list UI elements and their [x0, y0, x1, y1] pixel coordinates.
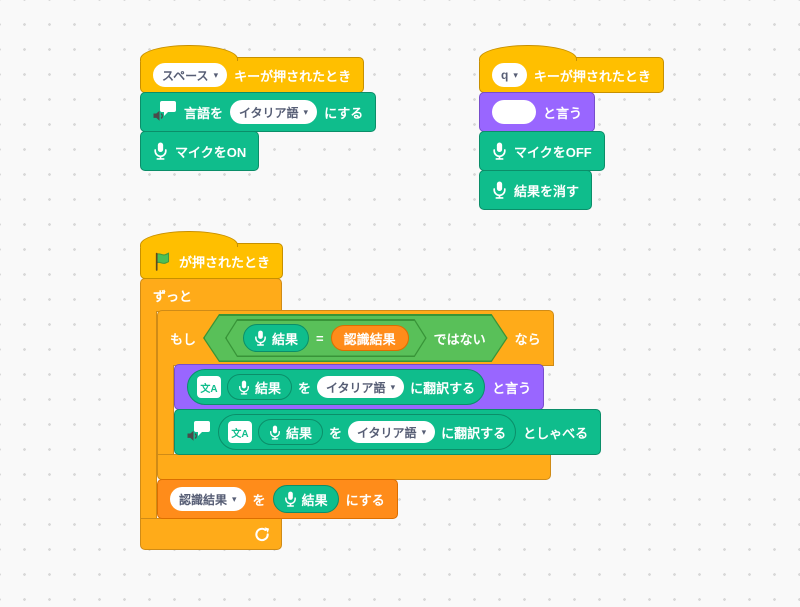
speech-result-reporter[interactable]: 結果: [243, 324, 310, 352]
microphone-icon: [492, 142, 507, 160]
key-dropdown[interactable]: q ▾: [492, 63, 527, 87]
mic-off-label: マイクをOFF: [514, 144, 592, 160]
script-main-loop: が押されたとき ずっと もし: [140, 231, 602, 550]
say-translate-block[interactable]: 文A: [174, 364, 545, 410]
translate-icon: 文A: [197, 376, 221, 398]
hat-label: キーが押されたとき: [533, 68, 651, 84]
language-dropdown[interactable]: イタリア語 ▾: [230, 100, 318, 124]
speech-result-reporter[interactable]: 結果: [227, 374, 293, 400]
reporter-label: 結果: [286, 425, 313, 441]
translate-label: に翻訳する: [410, 380, 476, 396]
green-flag-icon: [153, 251, 172, 271]
reporter-label: 結果: [301, 492, 328, 508]
recognition-result-variable[interactable]: 認識結果: [330, 325, 409, 351]
wo-label: を: [298, 380, 312, 396]
microphone-icon: [153, 142, 168, 160]
translate-badge-text: 文A: [200, 383, 218, 395]
forever-label: ずっと: [153, 288, 193, 304]
reporter-label: 結果: [272, 331, 299, 347]
speech-result-reporter[interactable]: 結果: [272, 485, 339, 513]
equals-operator[interactable]: 結果 = 認識結果: [225, 319, 427, 357]
set-label: にする: [345, 492, 385, 508]
microphone-icon: [238, 380, 250, 395]
if-block[interactable]: もし: [157, 310, 602, 480]
say-label: と言う: [492, 380, 532, 396]
language-dropdown[interactable]: イタリア語 ▾: [348, 421, 436, 443]
say-block[interactable]: と言う: [479, 92, 596, 132]
speak-translate-block[interactable]: 文A: [174, 409, 602, 455]
set-language-block[interactable]: 言語を イタリア語 ▾ にする: [140, 92, 377, 132]
equals-sign: =: [316, 330, 324, 346]
if-spine: [157, 365, 174, 455]
if-top-bar[interactable]: もし: [157, 310, 554, 366]
when-flag-clicked-hat[interactable]: が押されたとき: [140, 231, 284, 279]
mic-on-label: マイクをON: [175, 144, 247, 160]
say-label: と言う: [543, 105, 583, 121]
chevron-down-icon: ▾: [213, 69, 219, 80]
script-when-space-pressed: スペース ▾ キーが押されたとき 言語を イタリア語 ▾ にする: [140, 45, 377, 171]
reporter-label: 結果: [255, 380, 282, 396]
if-bottom-bar[interactable]: [157, 454, 551, 480]
speech-result-reporter[interactable]: 結果: [258, 419, 324, 445]
language-dropdown-value: イタリア語: [239, 105, 299, 120]
set-language-post-label: にする: [324, 105, 364, 121]
language-dropdown-value: イタリア語: [357, 425, 417, 440]
translate-badge-text: 文A: [231, 428, 249, 440]
forever-top-bar[interactable]: ずっと: [140, 278, 282, 312]
variable-label: 認識結果: [343, 331, 396, 347]
key-dropdown[interactable]: スペース ▾: [153, 63, 228, 87]
mic-on-block[interactable]: マイクをON: [140, 131, 260, 171]
clear-result-block[interactable]: 結果を消す: [479, 170, 593, 210]
forever-spine: [140, 311, 157, 519]
hat-label: が押されたとき: [179, 254, 271, 270]
say-text-input[interactable]: [492, 100, 536, 124]
language-dropdown-value: イタリア語: [326, 380, 386, 395]
if-label: もし: [170, 331, 197, 347]
set-variable-block[interactable]: 認識結果 ▾ を 結果: [157, 479, 398, 519]
microphone-icon: [284, 491, 297, 507]
translate-icon: 文A: [228, 421, 252, 443]
when-key-pressed-hat[interactable]: スペース ▾ キーが押されたとき: [140, 45, 365, 93]
chevron-down-icon: ▾: [303, 106, 309, 117]
text2speech-icon: [187, 421, 211, 443]
translate-reporter[interactable]: 文A: [218, 414, 517, 450]
chevron-down-icon: ▾: [421, 426, 427, 437]
wo-label: を: [252, 492, 266, 508]
script-when-q-pressed: q ▾ キーが押されたとき と言う マイクをOFF 結: [479, 45, 664, 210]
when-key-pressed-hat[interactable]: q ▾ キーが押されたとき: [479, 45, 664, 93]
chevron-down-icon: ▾: [513, 69, 518, 80]
wo-label: を: [329, 425, 343, 441]
mic-off-block[interactable]: マイクをOFF: [479, 131, 605, 171]
clear-result-label: 結果を消す: [514, 183, 580, 199]
chevron-down-icon: ▾: [390, 381, 396, 392]
loop-arrow-icon: [254, 526, 271, 542]
microphone-icon: [269, 425, 281, 440]
not-operator[interactable]: 結果 = 認識結果 ではない: [203, 314, 508, 362]
forever-bottom-bar[interactable]: [140, 518, 282, 550]
translate-label: に翻訳する: [441, 425, 507, 441]
hat-label: キーが押されたとき: [234, 68, 352, 84]
key-dropdown-value: スペース: [162, 68, 209, 83]
text2speech-icon: [153, 101, 177, 123]
translate-reporter[interactable]: 文A: [187, 369, 486, 405]
forever-block[interactable]: ずっと もし: [140, 278, 602, 550]
speak-label: としゃべる: [523, 425, 589, 441]
microphone-icon: [492, 181, 507, 199]
chevron-down-icon: ▾: [232, 493, 237, 504]
set-language-pre-label: 言語を: [184, 105, 224, 121]
variable-dropdown-value: 認識結果: [179, 492, 228, 507]
then-label: なら: [514, 331, 541, 347]
microphone-icon: [254, 330, 267, 346]
language-dropdown[interactable]: イタリア語 ▾: [317, 376, 405, 398]
variable-dropdown[interactable]: 認識結果 ▾: [170, 487, 246, 511]
not-label: ではない: [433, 331, 486, 347]
key-dropdown-value: q: [501, 68, 509, 82]
